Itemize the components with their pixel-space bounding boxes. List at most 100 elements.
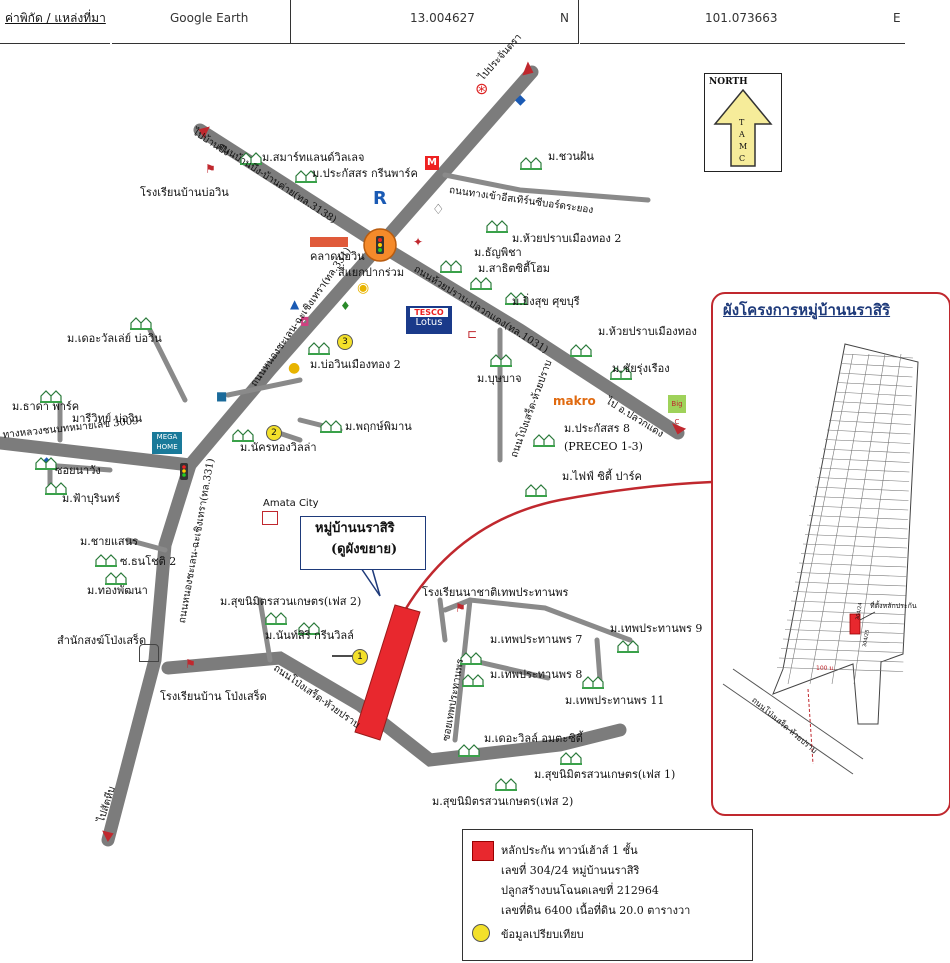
shell-icon: ◉ [357, 280, 370, 296]
place-label: ม.บ่อวินเมืองทอง 2 [310, 358, 401, 371]
place-label: ม.เทพประทานพร 11 [565, 694, 665, 707]
legend-line: ข้อมูลเปรียบเทียบ [501, 928, 584, 941]
village-house-icon [105, 570, 127, 585]
road-331-north [183, 65, 539, 472]
header-underline [112, 43, 292, 44]
village-house-icon [130, 315, 152, 330]
legend: หลักประกัน ทาวน์เฮ้าส์ 1 ชั้น เลขที่ 304… [462, 829, 753, 961]
legend-line: ปลูกสร้างบนโฉนดเลขที่ 212964 [501, 884, 659, 897]
place-label: ม.ห้วยปราบเมืองทอง [598, 325, 697, 338]
road-eastern-seaboard [442, 172, 651, 203]
village-house-icon [560, 750, 582, 765]
place-label: ม.นันท์สิริ กรีนวิลล์ [265, 629, 354, 642]
place-label: ม.นัครทองวิลล่า [240, 441, 317, 454]
place-label: ม.ยิ่งสุข ศุขบุรี [512, 295, 580, 308]
place-label: ม.ชัยรุ่งเรือง [612, 362, 670, 375]
village-house-icon [460, 650, 482, 665]
project-callout: หมู่บ้านนราสิริ (ดูผังขยาย) [300, 516, 426, 570]
place-label: ม.ชายแสนร [80, 535, 139, 548]
mega-label: MEGA [156, 433, 178, 441]
north-letter: T [739, 118, 745, 127]
callout-title: หมู่บ้านนราสิริ [315, 521, 395, 536]
inset-dimension: 100 ม. [816, 665, 836, 672]
village-house-icon [320, 418, 342, 433]
temple-icon [139, 644, 159, 662]
header-latitude: 13.004627 [410, 11, 475, 25]
place-label: ม.ชวนฝัน [548, 150, 594, 163]
village-house-icon [295, 168, 317, 183]
village-house-icon [570, 342, 592, 357]
header-underline [0, 43, 110, 44]
place-label: ม.เทพประทานพร 7 [490, 633, 583, 646]
village-house-icon [298, 620, 320, 635]
header-lat-dir: N [560, 11, 569, 25]
place-label: ม.ประกัสสร กรีนพาร์ค [312, 167, 418, 180]
road-pongsed [161, 651, 627, 767]
place-label: โรงเรียนนาชาติเทพประทานพร [422, 586, 569, 599]
road-1031 [373, 238, 685, 440]
r-logo-icon: R [373, 188, 387, 209]
place-label: ซอยนาวัง [55, 464, 101, 477]
legend-line: เลขที่ 304/24 หมู่บ้านนราสิริ [501, 864, 640, 877]
place-label: สี่แยกปากร่วม [338, 266, 405, 279]
village-house-icon [486, 218, 508, 233]
road-3009 [0, 436, 197, 472]
place-label: ม.เดอะวัลเล่ย์ บ่อวิน [67, 332, 162, 345]
place-label: ม.ทองพัฒนา [87, 584, 148, 597]
header-lat-cell [292, 0, 579, 44]
village-house-icon [470, 275, 492, 290]
legend-line: เลขที่ดิน 6400 เนื้อที่ดิน 20.0 ตารางวา [501, 904, 691, 917]
north-letter: C [739, 154, 746, 163]
place-label: ม.ธาดา พาร์ค [12, 400, 80, 413]
header-source: Google Earth [170, 11, 249, 25]
village-house-icon [265, 610, 287, 625]
station-icon: ▲ [290, 297, 300, 311]
seven-eleven-icon: ✦ [413, 235, 424, 249]
flag-icon: ⚑ [185, 657, 196, 671]
ptt-icon: ◆ [515, 92, 526, 108]
place-label: มารีวิทย์ บ่อวิน [72, 412, 142, 425]
place-label: ม.ไฟฟ์ ซิตี้ ปาร์ค [562, 470, 642, 483]
market-icon [310, 237, 348, 247]
place-label: ม.ประกัสสร 8 [564, 422, 631, 435]
legend-comparable-swatch [472, 924, 490, 942]
tesco-lotus-logo: TESCO Lotus [406, 306, 452, 334]
place-label: Amata City [263, 498, 319, 509]
comparable-marker-2: 2 [266, 425, 282, 441]
project-parcel [354, 604, 421, 741]
village-house-icon [505, 290, 527, 305]
north-arrow-icon [713, 88, 773, 167]
place-label: ม.พฤกษ์พิมาน [345, 420, 412, 433]
ptt-icon: ◆ [42, 454, 52, 468]
callout-connector [403, 480, 713, 611]
collateral-label: ที่ตั้งหลักประกัน [870, 602, 917, 610]
tesco-label: TESCO [410, 308, 448, 317]
north-letter: A [739, 130, 745, 139]
road-map [0, 61, 713, 847]
place-label: ม.ธัญพิชา [474, 246, 522, 259]
place-label: ม.เทพประทานพร 9 [610, 622, 703, 635]
village-house-icon [610, 365, 632, 380]
village-house-icon [232, 427, 254, 442]
village-house-icon [40, 388, 62, 403]
place-label: คลาดบ่อวิน [310, 250, 365, 263]
project-layout-inset: ผังโครงการหมู่บ้านนราสิริ ที่ตั้งหลักประ… [711, 292, 950, 816]
road-331-south [101, 458, 197, 847]
drop-icon: ♢ [432, 202, 445, 218]
header-underline [292, 43, 578, 44]
village-house-icon [240, 150, 262, 165]
comparable-marker-3: 3 [337, 334, 353, 350]
place-label: ม.สมาร์ทแลนด์วิลเลจ [262, 151, 365, 164]
north-letter: M [739, 142, 748, 151]
header-lon-dir: E [893, 11, 901, 25]
flag-icon: ⚑ [455, 601, 466, 615]
header-label: ค่าพิกัด / แหล่งที่มา [5, 11, 106, 25]
place-label: ม.บุษบาจ [477, 372, 522, 385]
place-label: โรงเรียนบ้าน โป่งเสร็ด [160, 690, 267, 703]
north-arrow: NORTH T A M C [704, 73, 782, 172]
place-label: ม.สุขนิมิตรสวนเกษตร(เฟส 2) [432, 795, 574, 808]
village-house-icon [495, 776, 517, 791]
village-house-icon [617, 638, 639, 653]
village-house-icon [462, 672, 484, 687]
home-label: HOME [156, 443, 178, 451]
